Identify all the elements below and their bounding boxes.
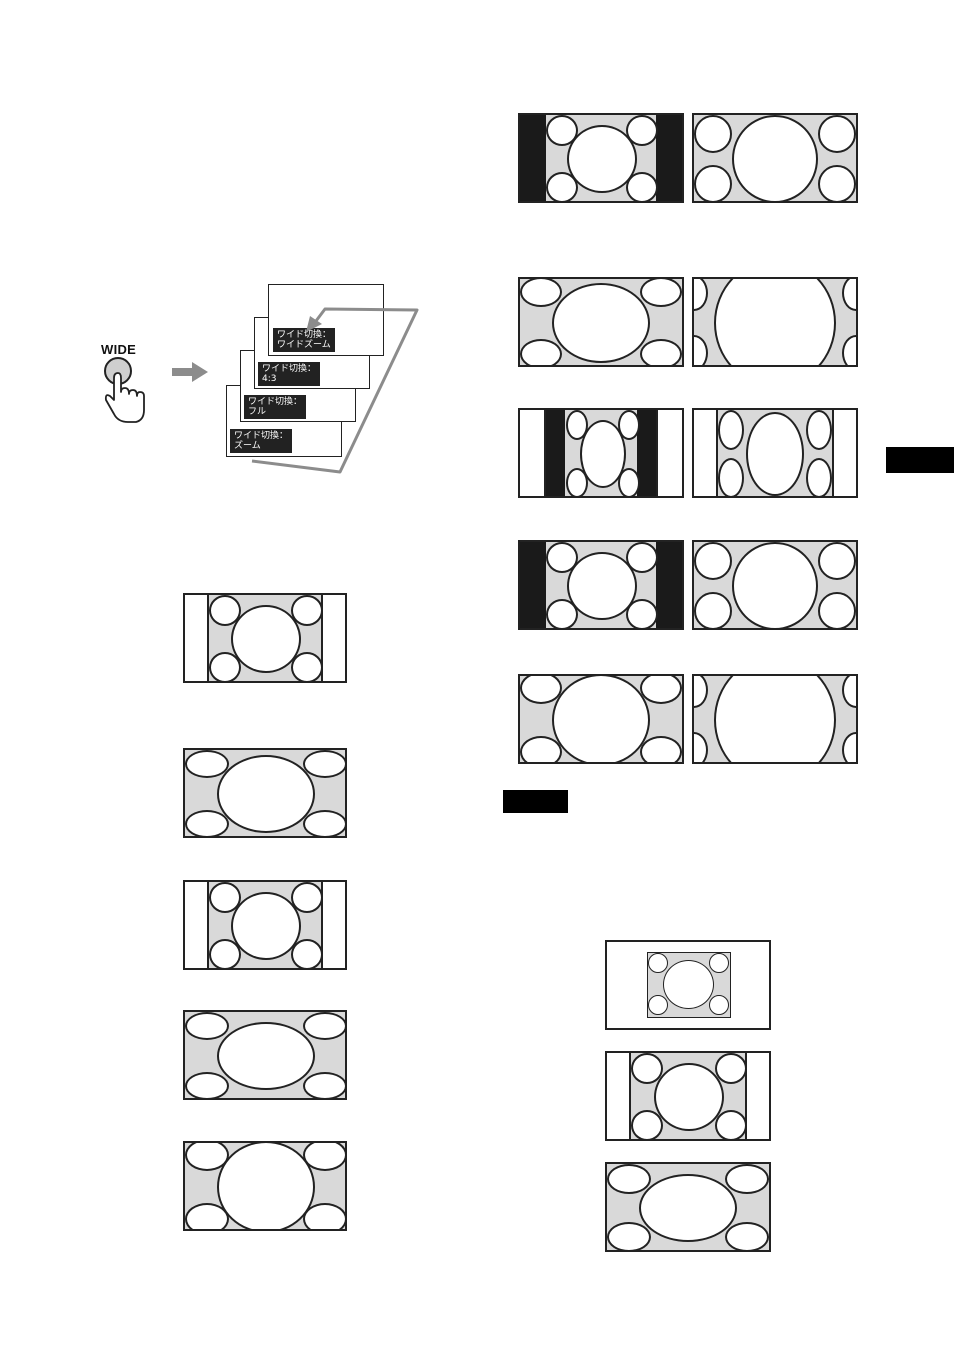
screen-wide-zoom [518,277,684,367]
screen-pillarbox-narrow [692,408,858,498]
screen-window-boxed [605,940,771,1030]
inner-picture [647,952,731,1018]
screen-windowbox [518,408,684,498]
screen-full [692,540,858,630]
screen-pillarbox-4-3 [183,880,347,970]
screen-stretched [605,1162,771,1252]
screen-stretched [183,748,347,838]
screen-zoom [183,1141,347,1231]
wide-button-label: WIDE [101,342,136,357]
screen-black-pillarbox [518,540,684,630]
cycle-arrow-icon [240,300,430,480]
screen-full [692,113,858,203]
screen-pillarbox-4-3 [605,1051,771,1141]
hand-press-icon [98,356,150,432]
screen-zoom-crop [692,277,858,367]
screen-pillarbox-4-3 [183,593,347,683]
section-index-tab [886,447,954,473]
screen-stretched [183,1010,347,1100]
screen-zoom-crop [692,674,858,764]
screen-black-pillarbox [518,113,684,203]
right-arrow-icon [170,360,210,384]
screen-zoom [518,674,684,764]
notes-badge [503,790,568,813]
